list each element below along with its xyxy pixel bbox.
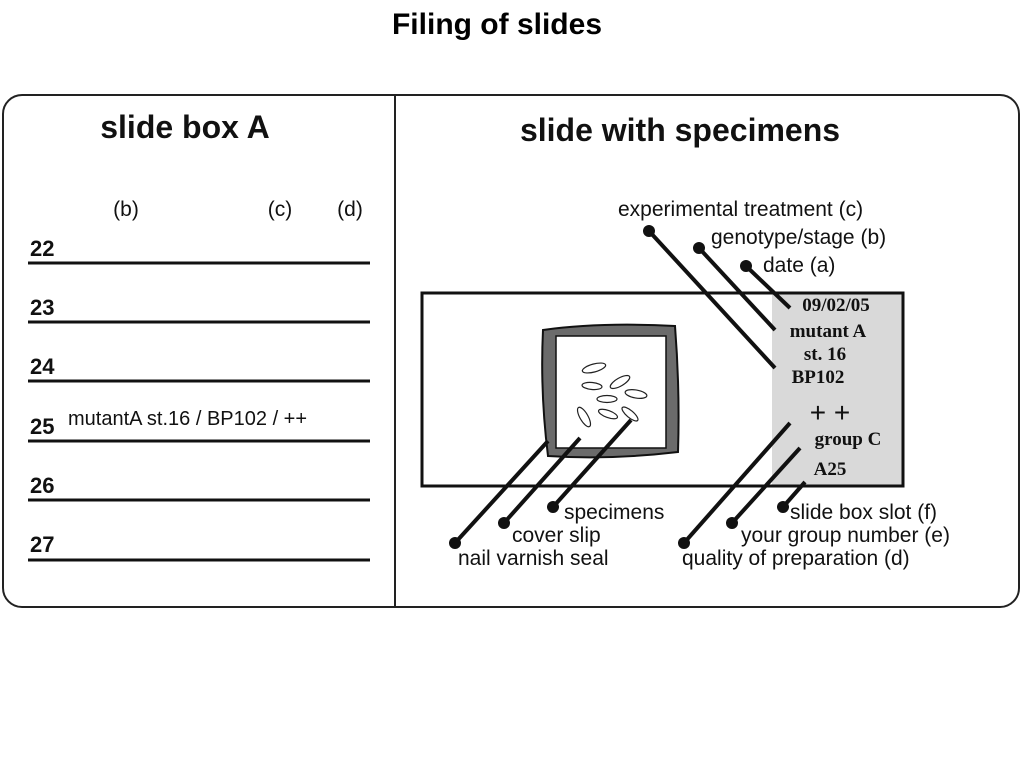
diagram-frame xyxy=(2,94,1020,608)
specimen xyxy=(621,406,639,422)
callout-nail-varnish-seal: nail varnish seal xyxy=(458,547,609,570)
slot-number: 24 xyxy=(30,354,55,379)
specimen xyxy=(581,362,607,374)
specimen xyxy=(597,408,619,420)
slide-label-quality: + + xyxy=(810,397,850,428)
slot-entry: mutantA st.16 / BP102 / ++ xyxy=(68,408,307,430)
specimen xyxy=(596,394,618,404)
callout-experimental-treatment: experimental treatment (c) xyxy=(618,198,863,221)
column-header-b: (b) xyxy=(113,198,139,221)
slot-row: 23 xyxy=(28,295,370,324)
slot-number: 23 xyxy=(30,295,54,320)
slot-row: 24 xyxy=(28,354,370,383)
slot-row: 27 xyxy=(28,532,370,562)
leader-line-treatment xyxy=(647,229,777,370)
leader-line-cover-slip xyxy=(502,436,582,525)
slide-label-stage: st. 16 xyxy=(804,344,846,365)
column-header-c: (c) xyxy=(268,198,293,221)
callout-date: date (a) xyxy=(763,254,835,277)
column-header-d: (d) xyxy=(337,198,363,221)
leader-line-date xyxy=(744,264,792,310)
slot-number: 26 xyxy=(30,473,54,498)
leader-line-specimens xyxy=(551,418,633,509)
leader-dot xyxy=(740,260,752,272)
leader-dot xyxy=(777,501,789,513)
slot-row: 26 xyxy=(28,473,370,502)
leader-line-seal xyxy=(453,439,550,545)
slide-label-slot: A25 xyxy=(814,459,847,480)
leader-dots-bottom-left xyxy=(449,501,559,549)
specimens xyxy=(576,362,648,428)
callout-slide-box-slot: slide box slot (f) xyxy=(790,501,937,524)
leader-dots-top xyxy=(643,225,752,272)
leader-dot xyxy=(693,242,705,254)
glass-slide xyxy=(420,291,905,488)
specimen xyxy=(609,374,631,390)
slide-label-treatment: BP102 xyxy=(792,367,845,388)
slide-heading: slide with specimens xyxy=(520,112,840,148)
callout-cover-slip: cover slip xyxy=(512,524,601,547)
callout-genotype-stage: genotype/stage (b) xyxy=(711,226,886,249)
leader-line-group xyxy=(730,446,802,525)
slide-box-heading: slide box A xyxy=(100,109,270,145)
slot-number: 27 xyxy=(30,532,54,557)
leader-dots-bottom-right xyxy=(678,501,789,549)
page-title: Filing of slides xyxy=(391,8,602,41)
slot-row: 22 xyxy=(28,236,370,265)
slot-number: 22 xyxy=(30,236,54,261)
callout-group-number: your group number (e) xyxy=(741,524,950,547)
slide-label-genotype: mutant A xyxy=(790,321,867,342)
leader-lines-bottom-left xyxy=(453,418,633,545)
cover-slip xyxy=(555,335,667,449)
specimen xyxy=(576,406,592,428)
callout-quality: quality of preparation (d) xyxy=(682,547,910,570)
leader-dot xyxy=(726,517,738,529)
leader-dot xyxy=(449,537,461,549)
leader-dot xyxy=(547,501,559,513)
slide-label-date: 09/02/05 xyxy=(802,295,870,316)
leader-dot xyxy=(498,517,510,529)
leader-dot xyxy=(643,225,655,237)
leader-line-quality xyxy=(682,421,792,545)
leader-line-genotype xyxy=(697,246,777,332)
leader-dot xyxy=(678,537,690,549)
slot-number: 25 xyxy=(30,414,54,439)
slot-row: 25 mutantA st.16 / BP102 / ++ xyxy=(28,408,370,443)
callout-specimens: specimens xyxy=(564,501,664,524)
specimen xyxy=(624,389,648,399)
specimen xyxy=(581,381,603,391)
leader-lines-top xyxy=(647,229,792,370)
slide-label-group: group C xyxy=(815,429,882,450)
